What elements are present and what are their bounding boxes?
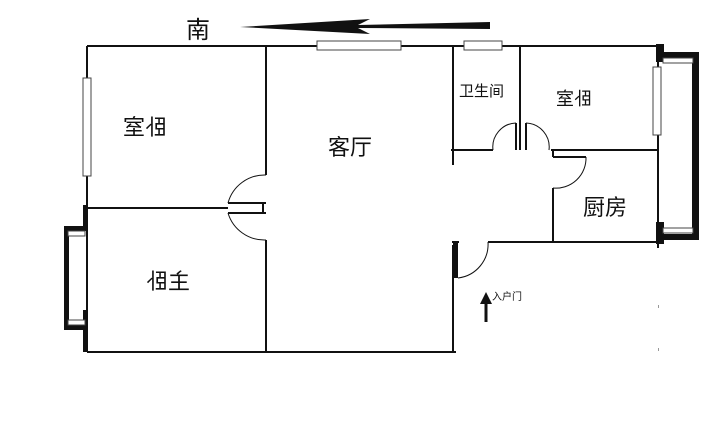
tick-marks [658, 305, 659, 351]
room-label-master-bedroom: 主卧 [146, 270, 191, 295]
entrance-arrow-icon [480, 292, 492, 322]
north-arrow-icon [240, 19, 490, 34]
room-label-bedroom-top-right: 卧室 [556, 89, 592, 110]
entrance-label: 入户门 [492, 292, 522, 303]
room-label-living-room: 客厅 [328, 136, 373, 161]
room-label-bathroom: 卫生间 [459, 82, 505, 100]
windows [67, 40, 694, 326]
room-label-bedroom-top-left: 卧室 [123, 116, 168, 141]
door-swings [227, 122, 587, 279]
room-label-kitchen: 厨房 [583, 196, 628, 221]
thick-walls [64, 44, 699, 352]
compass-label: 南 [186, 16, 210, 44]
